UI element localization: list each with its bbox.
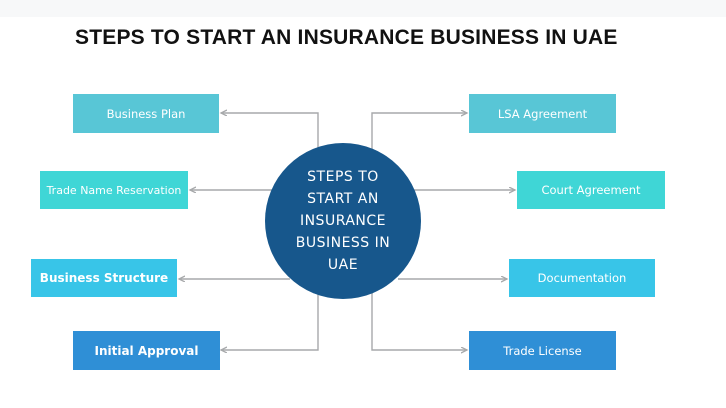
step-business-plan: Business Plan [73,94,219,133]
step-business-structure: Business Structure [31,259,177,297]
connector-trade-license [371,292,467,350]
step-documentation: Documentation [509,259,655,297]
center-circle: STEPS TO START AN INSURANCE BUSINESS IN … [265,143,421,299]
connector-initial-approval [221,292,319,350]
step-court-agreement: Court Agreement [517,171,665,209]
step-initial-approval: Initial Approval [73,331,220,370]
connector-lsa-agreement [371,113,467,150]
page-title: STEPS TO START AN INSURANCE BUSINESS IN … [75,26,618,49]
step-trade-license: Trade License [469,331,616,370]
step-lsa-agreement: LSA Agreement [469,94,616,133]
step-trade-name-reservation: Trade Name Reservation [40,171,188,209]
center-label: STEPS TO START AN INSURANCE BUSINESS IN … [295,169,391,273]
connector-business-plan [221,113,319,150]
